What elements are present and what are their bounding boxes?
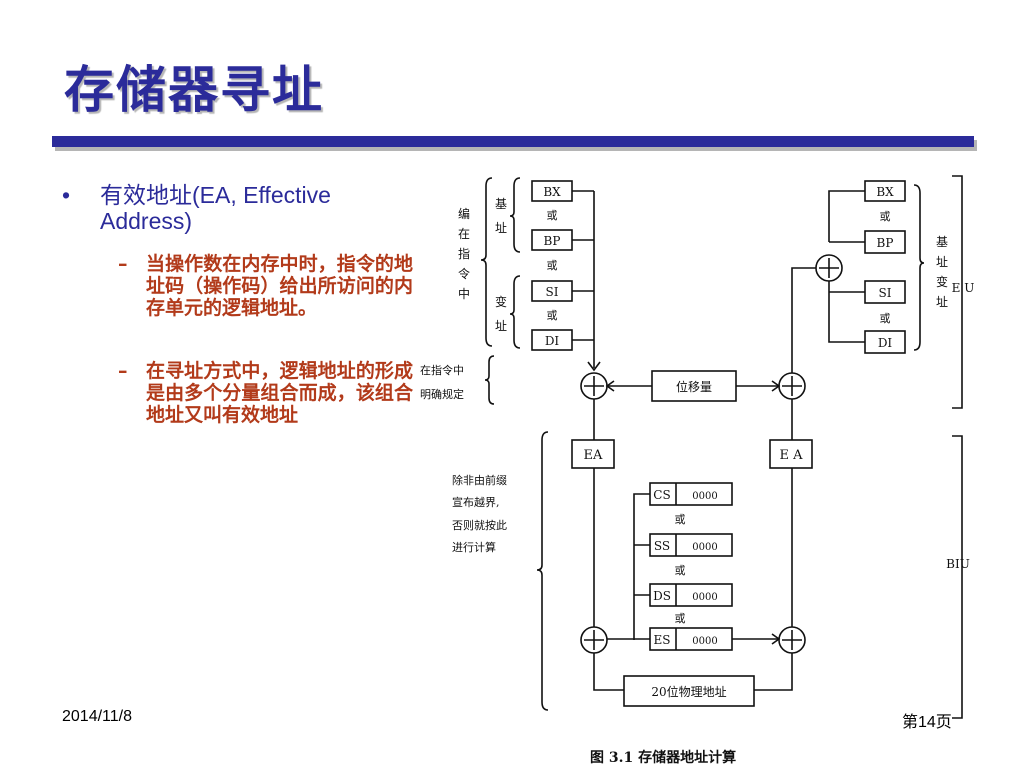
sub-bullet-marker: – (118, 253, 128, 275)
physical-address-box (623, 675, 755, 707)
right-group-label: 基 (936, 235, 948, 249)
instr-note: 明确规定 (420, 387, 464, 401)
segment-es-label: ES (654, 633, 671, 647)
biu-label: BIU (946, 557, 970, 571)
right-group-label: 变 (936, 274, 948, 289)
register-bx-left-label: BX (543, 185, 561, 199)
zeros-label: 0000 (692, 542, 717, 553)
index-label: 址 (495, 319, 507, 333)
or-label: 或 (547, 309, 558, 322)
register-bp-left-label: BP (544, 234, 561, 248)
segment-ss-label: SS (654, 539, 670, 553)
segment-note: 进行计算 (452, 540, 496, 554)
or-label: 或 (880, 312, 891, 325)
bullet-text: 有效地址(EA, Effective Address) (100, 182, 331, 234)
figure-caption: 图 3.1 存储器地址计算 (590, 749, 736, 766)
register-bx-right-label: BX (876, 185, 894, 199)
footer-date: 2014/11/8 (62, 708, 132, 725)
left-group-label: 令 (458, 266, 470, 281)
zeros-label: 0000 (692, 491, 717, 502)
bullet-marker: • (62, 182, 71, 208)
index-label: 变 (495, 294, 507, 309)
instr-note: 在指令中 (420, 363, 464, 377)
or-label: 或 (675, 513, 686, 526)
zeros-label: 0000 (692, 592, 717, 603)
ea-label: E A (779, 448, 803, 463)
footer-page-number: 第14页 (902, 714, 952, 731)
segment-note: 除非由前缀 (452, 473, 507, 487)
ea-box-right (769, 439, 813, 469)
eu-label: E U (952, 281, 975, 295)
left-group-label: 在 (458, 227, 470, 241)
title-divider (52, 136, 974, 147)
displacement-label: 位移量 (676, 379, 712, 394)
or-label: 或 (675, 612, 686, 625)
slide-title: 存储器寻址 (64, 61, 324, 119)
base-label: 基 (495, 197, 507, 211)
physical-address-label: 20位物理地址 (651, 684, 726, 699)
segment-cs-label: CS (653, 488, 670, 502)
segment-note: 宣布越界, (452, 495, 500, 509)
ea-box-left (571, 439, 615, 469)
right-group-label: 址 (936, 255, 948, 269)
left-group-label: 中 (458, 286, 470, 301)
segment-note: 否则就按此 (452, 518, 507, 532)
sub-bullet-marker: – (118, 360, 128, 382)
or-label: 或 (547, 259, 558, 272)
register-di-right-label: DI (878, 336, 893, 350)
ea-label: EA (584, 448, 603, 463)
left-group-label: 指 (458, 246, 470, 261)
base-label: 址 (495, 221, 507, 235)
register-bp-right-label: BP (877, 236, 894, 250)
left-group-label: 编 (458, 206, 470, 221)
right-group-label: 址 (936, 295, 948, 309)
zeros-label: 0000 (692, 636, 717, 647)
sub-bullet-text: 在寻址方式中，逻辑地址的形成是由多个分量组合而成，该组合地址又叫有效地址 (146, 360, 413, 426)
register-si-right-label: SI (879, 286, 892, 300)
segment-ds-label: DS (653, 589, 671, 603)
or-label: 或 (675, 564, 686, 577)
sub-bullet-text: 当操作数在内存中时，指令的地址码（操作码）给出所访问的内存单元的逻辑地址。 (146, 253, 413, 319)
register-di-left-label: DI (545, 334, 560, 348)
or-label: 或 (880, 210, 891, 223)
register-si-left-label: SI (546, 285, 559, 299)
or-label: 或 (547, 209, 558, 222)
